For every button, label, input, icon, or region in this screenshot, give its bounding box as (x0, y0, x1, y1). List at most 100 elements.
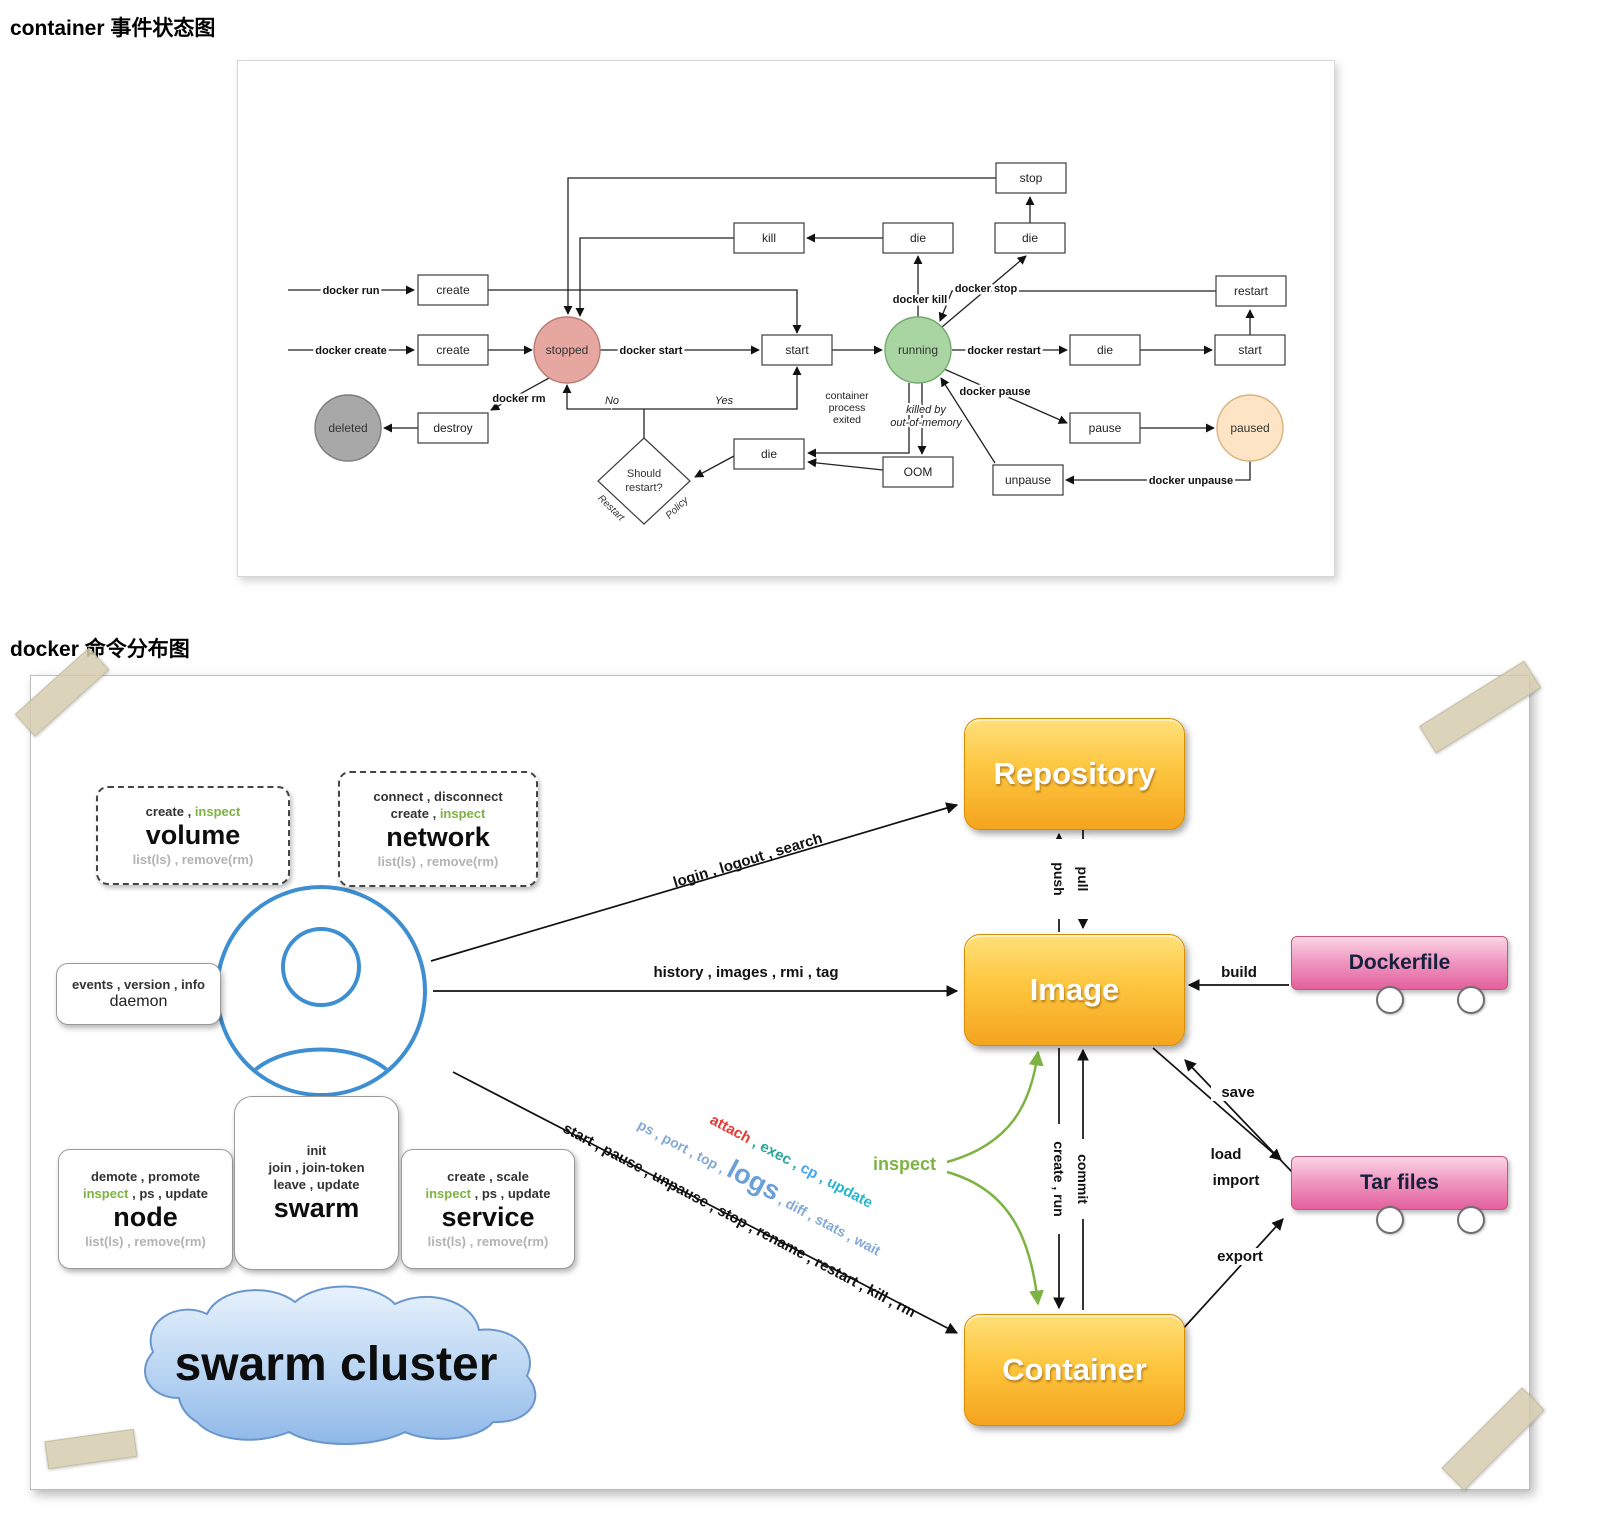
network-cmd: create , (390, 806, 440, 822)
label-container-process-exited: process (829, 402, 866, 414)
label-container-process-exited: container (825, 390, 869, 402)
node-stop: stop (995, 162, 1067, 194)
node-title: node (113, 1202, 178, 1233)
volume-commands: create , inspect (146, 804, 241, 819)
edge-kill-stopped (575, 237, 734, 317)
label-user-image: history , images , rmi , tag (653, 964, 839, 981)
swarm-commands: leave , update (273, 1177, 360, 1193)
label-push: push (1050, 839, 1068, 919)
node-oom-label: OOM (904, 465, 933, 479)
node-stopped: stopped (533, 316, 601, 384)
node-paused-label: paused (1230, 421, 1269, 435)
label-create-run: create , run (1050, 1124, 1068, 1234)
node-cmd-inspect: inspect (83, 1186, 129, 1202)
service-title: service (441, 1202, 535, 1233)
label-save: save (1211, 1084, 1265, 1101)
user-icon (215, 885, 427, 1097)
image-node: Image (964, 934, 1185, 1046)
node-kill-label: kill (762, 231, 776, 245)
label-import: import (1203, 1172, 1269, 1189)
edge-inspect-image (946, 1050, 1044, 1164)
node-pause-label: pause (1089, 421, 1122, 435)
edge-inspect-container (946, 1170, 1044, 1306)
container-node: Container (964, 1314, 1185, 1426)
swarm-commands: join , join-token (268, 1160, 365, 1176)
node-destroy: destroy (417, 412, 489, 444)
edge-unpause-running (940, 377, 996, 464)
should-restart-label: Should (627, 468, 661, 480)
node-stopped-label: stopped (546, 343, 589, 357)
node-create-create: create (417, 334, 489, 366)
edge-stop-stopped (563, 177, 996, 315)
volume-list-commands: list(ls) , remove(rm) (132, 851, 254, 867)
repository-label: Repository (993, 756, 1156, 791)
node-kill: kill (733, 222, 805, 254)
service-box: create , scale inspect , ps , update ser… (401, 1149, 575, 1269)
swarm-cluster-label: swarm cluster (175, 1338, 498, 1391)
edge-user-repository (430, 802, 959, 962)
edge-yes-start (644, 366, 802, 410)
daemon-commands: events , version , info (72, 977, 205, 993)
service-cmd: , ps , update (471, 1186, 551, 1202)
state-diagram: stop kill die die create restart create … (288, 162, 1287, 525)
network-title: network (386, 822, 490, 853)
edge-restart-running (938, 290, 1216, 322)
tar-files-node: Tar files (1291, 1156, 1508, 1241)
node-die-3: die (1069, 334, 1141, 366)
volume-title: volume (145, 820, 241, 851)
node-start-1: start (761, 334, 833, 366)
node-create-label: create (436, 343, 470, 357)
cloud-shape (144, 1285, 537, 1445)
label-inspect: inspect (873, 1154, 937, 1174)
image-label: Image (1029, 972, 1120, 1007)
swarm-title: swarm (273, 1193, 360, 1224)
node-restart-label: restart (1234, 284, 1269, 298)
container-label: Container (1002, 1352, 1147, 1387)
label-export: export (1207, 1248, 1273, 1265)
label-docker-run: docker run (323, 285, 380, 297)
state-diagram-panel: stop kill die die create restart create … (237, 60, 1335, 577)
swarm-cluster-cloud: swarm cluster (144, 1285, 537, 1445)
label-killed-by-oom: killed by (906, 404, 947, 416)
wheel-icon (1376, 1206, 1404, 1234)
node-start-label: start (785, 343, 809, 357)
service-cmd-inspect: inspect (425, 1186, 472, 1202)
network-commands: connect , disconnect (373, 789, 503, 805)
edge-create-start (488, 289, 802, 334)
label-container-process-exited: exited (833, 414, 861, 426)
node-box: demote , promote inspect , ps , update n… (58, 1149, 233, 1269)
network-list-commands: list(ls) , remove(rm) (377, 853, 499, 869)
node-stop-label: stop (1020, 171, 1043, 185)
node-die-label: die (761, 447, 777, 461)
command-diagram-panel: create , inspect volume list(ls) , remov… (30, 675, 1530, 1490)
label-build: build (1211, 964, 1267, 981)
wheel-icon (1376, 986, 1404, 1014)
daemon-title: daemon (109, 993, 168, 1011)
repository-node: Repository (964, 718, 1185, 830)
edge-docker-rm (490, 377, 550, 411)
edge-docker-unpause (1065, 461, 1251, 485)
edge-docker-pause (943, 368, 1068, 424)
node-oom: OOM (882, 456, 954, 488)
node-running-label: running (898, 343, 938, 357)
edge-save (1152, 1047, 1282, 1161)
label-docker-start: docker start (620, 345, 683, 357)
node-restart: restart (1215, 275, 1287, 307)
node-die-label: die (1097, 343, 1113, 357)
service-list-commands: list(ls) , remove(rm) (427, 1233, 549, 1249)
node-running: running (884, 316, 952, 384)
node-create-label: create (436, 283, 470, 297)
edge-docker-stop (941, 255, 1027, 328)
node-create-run: create (417, 274, 489, 306)
node-commands: inspect , ps , update (83, 1186, 208, 1201)
commands-heading: docker 命令分布图 (10, 638, 190, 661)
service-commands: inspect , ps , update (426, 1186, 551, 1201)
volume-cmd: create , (145, 804, 195, 820)
command-diagram-wrap: create , inspect volume list(ls) , remov… (14, 647, 1545, 1491)
swarm-box: init join , join-token leave , update sw… (234, 1096, 399, 1270)
edge-oom-die (807, 458, 884, 471)
label-commit: commit (1074, 1139, 1092, 1219)
volume-cmd-inspect: inspect (194, 804, 241, 820)
label-no: No (605, 395, 619, 407)
tar-files-label: Tar files (1291, 1156, 1508, 1210)
